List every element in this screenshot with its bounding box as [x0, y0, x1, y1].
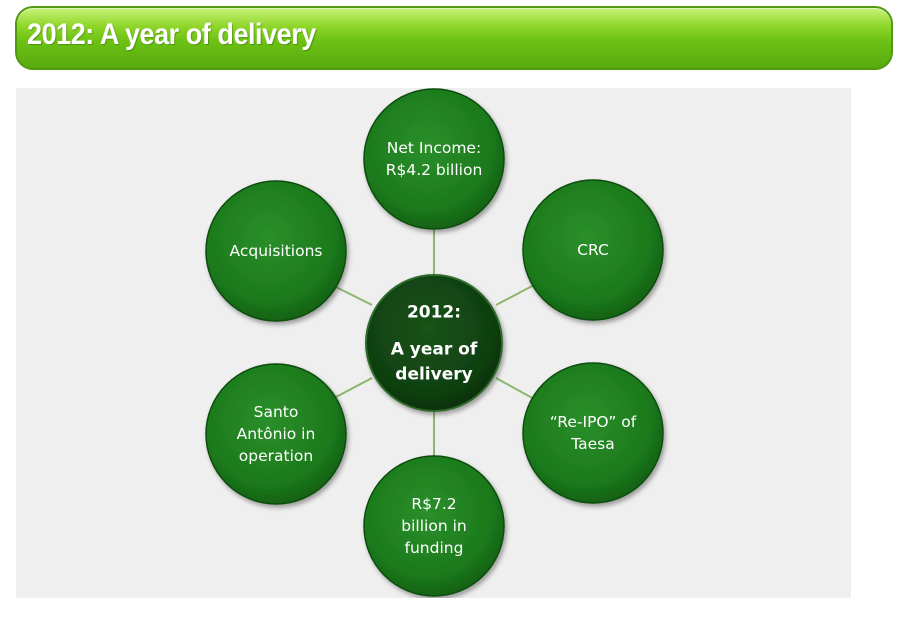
- center-label-year: 2012:: [406, 302, 462, 323]
- connector-acquisitions: [333, 285, 373, 306]
- node-crc: [522, 179, 664, 321]
- node-acquisitions: [205, 180, 347, 322]
- node-santo-antonio: [205, 363, 347, 505]
- center-label-line2: A year of: [390, 339, 478, 360]
- connector-santo-antonio: [333, 377, 373, 399]
- node-label-crc: CRC: [577, 241, 609, 259]
- hub-diagram: [205, 88, 664, 597]
- connector-crc: [495, 283, 537, 306]
- center-node: [365, 274, 503, 412]
- center-label: 2012: A year of delivery: [364, 301, 504, 388]
- node-label-acquisitions: Acquisitions: [229, 242, 323, 260]
- node-net-income: [363, 88, 505, 230]
- diagram-panel: Net Income:R$4.2 billion CRC “Re-IPO” of…: [16, 88, 851, 598]
- node-label-net-income: Net Income:R$4.2 billion: [385, 139, 483, 179]
- node-re-ipo: [522, 362, 664, 504]
- page-title: 2012: A year of delivery: [27, 18, 316, 51]
- title-bar: 2012: A year of delivery: [15, 6, 893, 70]
- node-funding: [363, 455, 505, 597]
- center-label-line3: delivery: [395, 364, 473, 385]
- connector-re-ipo: [495, 377, 537, 401]
